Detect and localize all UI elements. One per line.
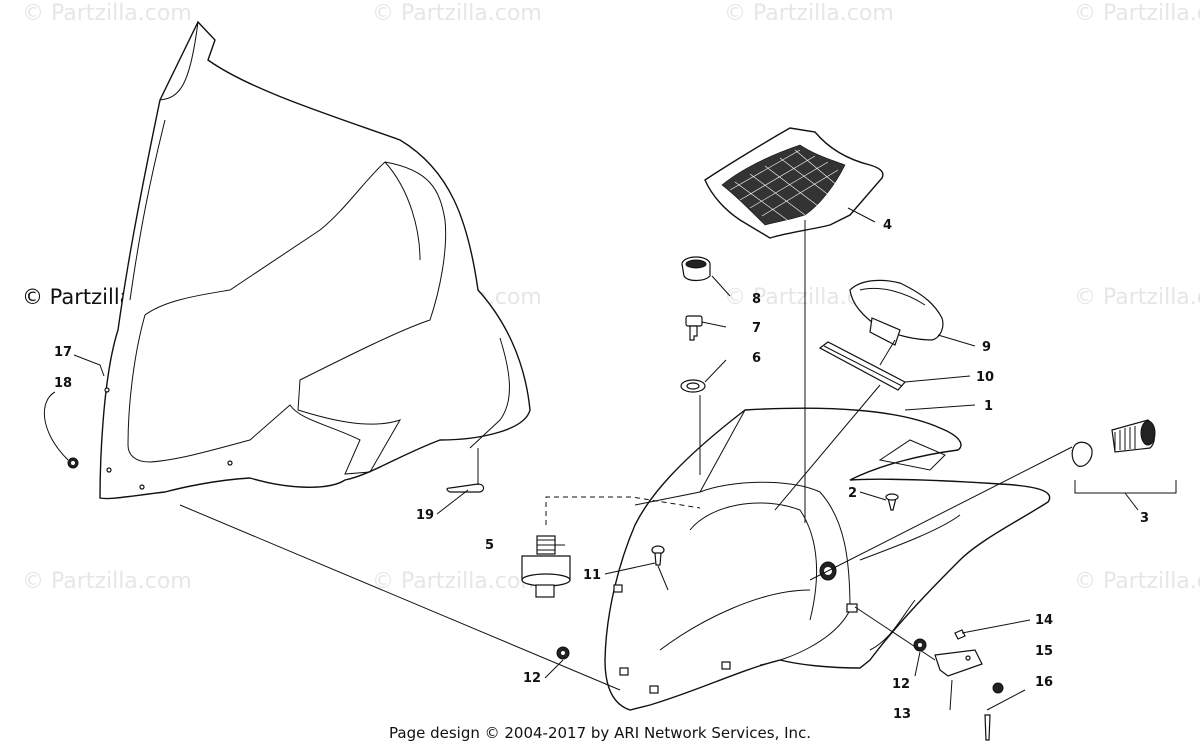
socket-3 <box>809 419 1177 581</box>
callout-6: 6 <box>752 351 761 366</box>
callout-11: 11 <box>583 568 601 583</box>
watermark-text: © Partzilla.com <box>1074 569 1200 594</box>
callout-14: 14 <box>1035 613 1053 628</box>
nut-12 <box>556 646 570 660</box>
callout-13: 13 <box>893 707 911 722</box>
watermark-text: © Partzilla.com <box>372 1 542 26</box>
seal-strip-10 <box>774 341 971 511</box>
callout-18: 18 <box>54 376 72 391</box>
leader-line <box>904 404 976 411</box>
leader-line <box>859 491 887 501</box>
ring-6 <box>680 359 727 475</box>
callout-15: 15 <box>1035 644 1053 659</box>
screw-2 <box>885 493 899 511</box>
watermark-text: © Partzilla.com <box>372 569 542 594</box>
watermark-text: © Partzilla.com <box>1074 285 1200 310</box>
screw-11 <box>651 545 669 591</box>
rivet-19 <box>446 448 485 493</box>
windshield-part <box>99 20 531 500</box>
hardware-group <box>854 606 1031 741</box>
callout-9: 9 <box>982 340 991 355</box>
leader-line <box>436 489 469 515</box>
callout-5: 5 <box>485 538 494 553</box>
watermark-text: © Partzilla.com <box>724 1 894 26</box>
screw-18 <box>67 457 79 469</box>
storage-net-part <box>704 127 884 523</box>
callout-17: 17 <box>54 345 72 360</box>
leader-line <box>43 391 69 461</box>
callout-16: 16 <box>1035 675 1053 690</box>
callout-8: 8 <box>752 292 761 307</box>
callout-12: 12 <box>523 671 541 686</box>
callout-19: 19 <box>416 508 434 523</box>
hood-part <box>604 407 1051 711</box>
key-7 <box>685 315 727 341</box>
callout-1: 1 <box>984 399 993 414</box>
leader-line <box>604 562 656 575</box>
watermark-text: © Partzilla.com <box>22 569 192 594</box>
footer-copyright: Page design © 2004-2017 by ARI Network S… <box>389 724 811 742</box>
callout-12: 12 <box>892 677 910 692</box>
callout-labels: 1 2 3 4 5 6 7 8 9 10 11 12 12 13 14 15 1… <box>54 218 1149 722</box>
callout-4: 4 <box>883 218 892 233</box>
callout-2: 2 <box>848 486 857 501</box>
leader-line <box>544 659 564 679</box>
cap-8 <box>681 256 731 297</box>
leader-line <box>179 504 621 691</box>
gauge-9 <box>849 279 976 366</box>
callout-7: 7 <box>752 321 761 336</box>
leader-line <box>73 354 105 377</box>
callout-3: 3 <box>1140 511 1149 526</box>
watermark-text: © Partzilla.com <box>1074 1 1200 26</box>
watermark-text: © Partzilla.com <box>22 1 192 26</box>
callout-10: 10 <box>976 370 994 385</box>
